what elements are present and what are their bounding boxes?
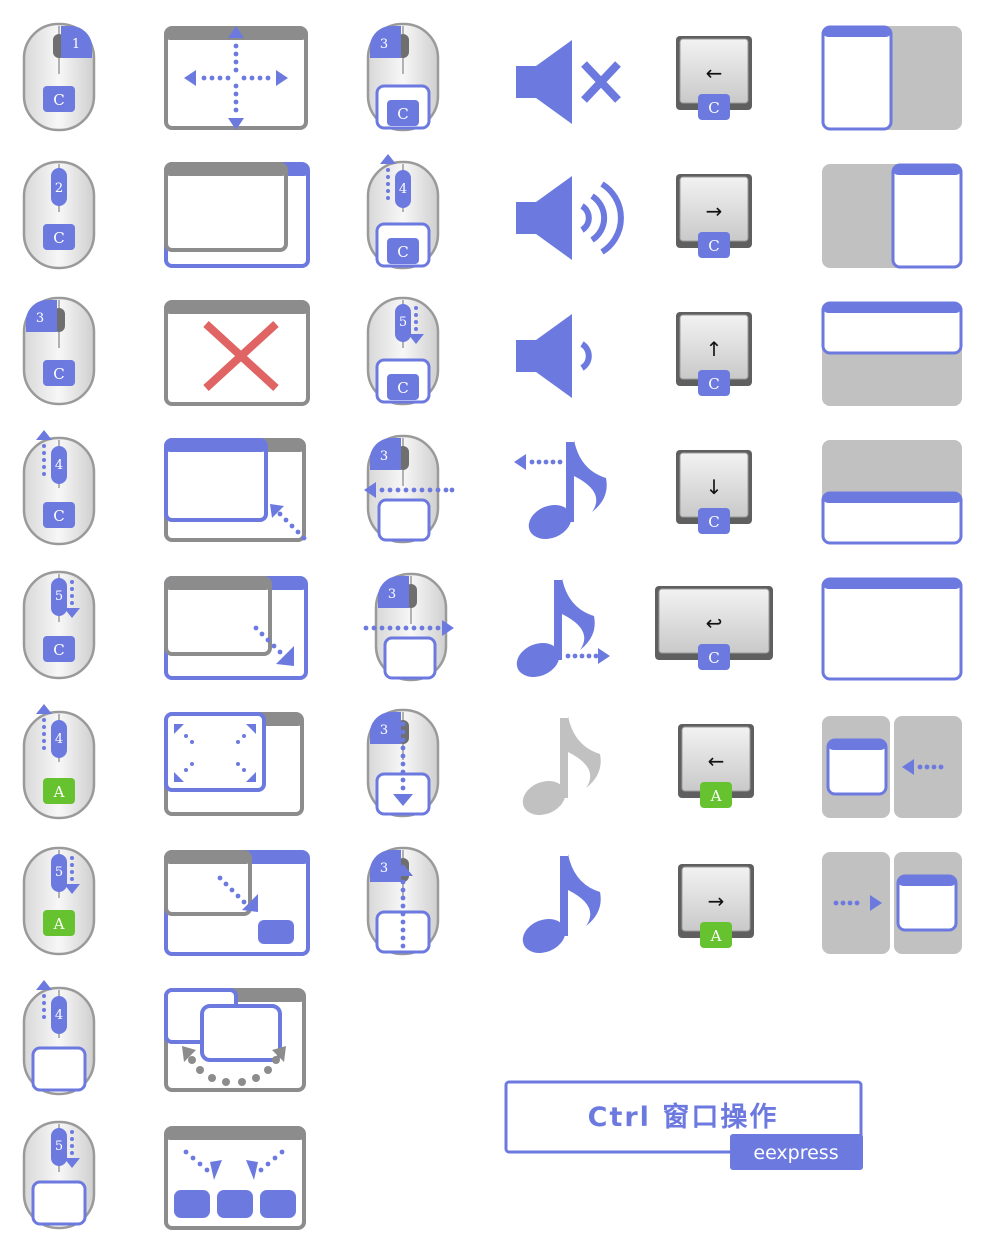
workspace-right-icon — [822, 852, 962, 954]
window-move-icon — [164, 26, 308, 130]
window-column — [164, 26, 310, 1230]
mouse-scroll-down-alt-icon: 5 A — [22, 846, 96, 956]
mouse-button-label: 5 — [55, 1139, 63, 1154]
modifier-label: C — [53, 365, 64, 383]
title-banner: Ctrl 窗口操作 eexpress — [504, 1080, 863, 1170]
window-resize-icon — [164, 438, 307, 542]
key-column: ← C → C ↑ C ↓ C ↩ — [655, 36, 773, 948]
mouse-button-label: 4 — [55, 732, 63, 747]
mouse-scroll-down-window-icon: 5 — [22, 1120, 96, 1230]
window-cycle-icon — [164, 988, 306, 1092]
tile-bottom-icon — [821, 440, 963, 545]
modifier-label: C — [397, 243, 408, 261]
modifier-label: C — [53, 91, 64, 109]
mouse-button-3-ctrl-icon: 3 C — [22, 296, 96, 406]
tile-maximize-icon — [821, 577, 963, 681]
mouse-button-1-ctrl-icon: 1 C — [22, 22, 96, 132]
modifier-label: C — [708, 513, 719, 531]
key-symbol: ↑ — [706, 337, 723, 361]
key-symbol: → — [708, 889, 725, 913]
window-maximize-icon — [164, 712, 304, 816]
mouse-button-label: 3 — [380, 861, 388, 876]
mouse-button-label: 5 — [399, 315, 407, 330]
key-symbol: ↓ — [706, 475, 723, 499]
music-next-icon — [516, 578, 610, 677]
window-minimize-icon — [164, 850, 310, 956]
banner-author: eexpress — [753, 1142, 838, 1164]
volume-mute-icon — [516, 40, 621, 124]
volume-up-icon — [516, 176, 624, 260]
mouse-drag-left-icon: 3 — [364, 434, 455, 544]
media-column — [514, 40, 624, 953]
mouse-column-1: 1 C 2 C 3 C 4 C — [22, 22, 96, 1230]
modifier-label: C — [53, 507, 64, 525]
mouse-scroll-down-ctrl-icon: 5 C — [22, 570, 96, 680]
tile-column — [821, 25, 963, 954]
mouse-button-label: 4 — [55, 458, 63, 473]
key-symbol: ↩ — [706, 611, 723, 635]
key-symbol: ← — [706, 61, 723, 85]
mouse-button-label: 3 — [380, 37, 388, 52]
window-close-icon — [164, 300, 310, 406]
window-raise-lower-icon — [164, 162, 310, 268]
modifier-label: C — [708, 375, 719, 393]
window-shrink-icon — [164, 576, 308, 680]
mouse-drag-down-icon: 3 — [366, 708, 440, 818]
mouse-scroll-up-alt-icon: 4 A — [22, 704, 96, 820]
tile-top-icon — [821, 301, 963, 406]
key-right-alt-icon: → A — [678, 864, 754, 948]
modifier-label: C — [397, 379, 408, 397]
workspace-left-icon — [822, 716, 962, 818]
mouse-scroll-down-window-ctrl-icon: 5 C — [366, 296, 440, 406]
modifier-label: C — [397, 105, 408, 123]
key-left-alt-icon: ← A — [678, 724, 754, 808]
modifier-label: C — [53, 229, 64, 247]
key-symbol: ← — [708, 749, 725, 773]
key-enter-ctrl-icon: ↩ C — [655, 586, 773, 670]
mouse-scroll-up-window-icon: 4 — [22, 980, 96, 1096]
key-symbol: → — [706, 199, 723, 223]
mouse-button-label: 3 — [380, 449, 388, 464]
tile-left-icon — [821, 25, 962, 131]
mouse-button-label: 5 — [55, 865, 63, 880]
mouse-drag-up-icon: 3 — [366, 846, 440, 956]
key-down-ctrl-icon: ↓ C — [676, 450, 752, 534]
mouse-button-label: 5 — [55, 589, 63, 604]
modifier-label: C — [708, 99, 719, 117]
key-up-ctrl-icon: ↑ C — [676, 312, 752, 396]
music-previous-icon — [514, 440, 607, 539]
modifier-label: A — [710, 787, 722, 805]
music-stop-icon — [522, 716, 601, 815]
key-left-ctrl-icon: ← C — [676, 36, 752, 120]
music-play-icon — [522, 854, 601, 953]
banner-title: Ctrl 窗口操作 — [588, 1101, 779, 1133]
mouse-button-2-ctrl-icon: 2 C — [22, 160, 96, 270]
mouse-button-label: 3 — [36, 311, 44, 326]
tile-right-icon — [822, 163, 963, 269]
mouse-button-label: 2 — [55, 181, 63, 196]
mouse-drag-right-icon: 3 — [363, 572, 454, 682]
modifier-label: C — [708, 649, 719, 667]
mouse-button-label: 3 — [388, 587, 396, 602]
mouse-scroll-up-ctrl-icon: 4 C — [22, 430, 96, 546]
modifier-label: C — [53, 641, 64, 659]
modifier-label: C — [708, 237, 719, 255]
mouse-scroll-up-window-ctrl-icon: 4 C — [366, 154, 440, 270]
window-expose-icon — [164, 1126, 306, 1230]
key-right-ctrl-icon: → C — [676, 174, 752, 258]
volume-down-icon — [516, 314, 592, 398]
mouse-button-label: 3 — [380, 723, 388, 738]
mouse-column-2: 3 C 4 C 5 C — [363, 22, 455, 956]
mouse-button-label: 4 — [399, 182, 407, 197]
mouse-button-3-window-icon: 3 C — [366, 22, 440, 132]
mouse-button-label: 1 — [72, 37, 80, 52]
mouse-button-label: 4 — [55, 1008, 63, 1023]
modifier-label: A — [53, 783, 65, 801]
modifier-label: A — [710, 927, 722, 945]
modifier-label: A — [53, 915, 65, 933]
